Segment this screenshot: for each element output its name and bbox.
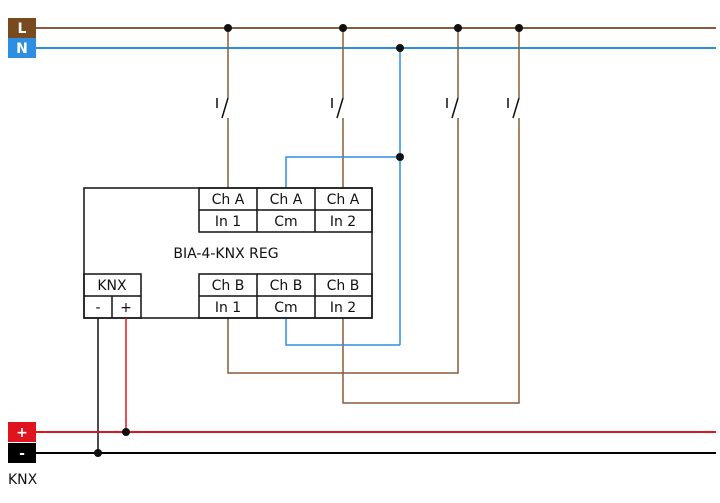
tag-knx-minus-label: -	[19, 446, 25, 462]
terminal-bottom-3-channel: Ch B	[327, 278, 360, 294]
knx-bus-caption: KNX	[8, 472, 38, 488]
switch-wires	[227, 28, 520, 404]
terminal-top-2-function: Cm	[274, 214, 297, 230]
switch-4	[507, 97, 520, 119]
terminal-bottom-1-function: In 1	[215, 300, 241, 316]
knx-block-label: KNX	[97, 278, 127, 294]
junction-N	[396, 44, 404, 52]
terminal-bottom-2-function: Cm	[274, 300, 297, 316]
terminal-bottom-2-channel: Ch B	[270, 278, 303, 294]
junction-L-3	[454, 24, 462, 32]
junction-L-2	[339, 24, 347, 32]
terminal-top-1-function: In 1	[215, 214, 241, 230]
junction-dots	[94, 24, 523, 457]
terminal-block-bottom	[198, 273, 373, 319]
terminal-block-top	[198, 187, 373, 233]
tag-knx-plus-label: +	[16, 425, 28, 441]
terminal-bottom-1-channel: Ch B	[212, 278, 245, 294]
junction-L-1	[224, 24, 232, 32]
junction-L-4	[515, 24, 523, 32]
switch-contacts	[216, 97, 520, 119]
junction-knx-plus	[122, 428, 130, 436]
neutral-wires	[285, 48, 401, 346]
tag-N-label: N	[16, 41, 28, 57]
terminal-bottom-3-function: In 2	[330, 300, 356, 316]
wire-N-to-chA-cm	[285, 156, 400, 188]
tag-L	[8, 18, 36, 38]
knx-block-minus: -	[95, 300, 100, 316]
tag-L-label: L	[18, 21, 27, 37]
wire-switch-4-lower	[342, 118, 520, 404]
terminal-top-1-channel: Ch A	[212, 192, 245, 208]
terminal-top-3-channel: Ch A	[327, 192, 360, 208]
tag-knx-minus	[8, 443, 36, 463]
junction-knx-minus	[94, 449, 102, 457]
switch-3	[446, 97, 459, 119]
tag-knx-plus	[8, 422, 36, 442]
terminal-top-3-function: In 2	[330, 214, 356, 230]
junction-N-cm	[396, 153, 404, 161]
wire-N-to-chB-cm	[285, 318, 400, 346]
tag-N	[8, 38, 36, 58]
knx-terminal-block	[83, 273, 142, 319]
knx-block-plus: +	[120, 300, 132, 316]
terminal-top-2-channel: Ch A	[270, 192, 303, 208]
switch-2	[331, 97, 344, 119]
device-title: BIA-4-KNX REG	[173, 246, 278, 262]
switch-1	[216, 97, 229, 119]
